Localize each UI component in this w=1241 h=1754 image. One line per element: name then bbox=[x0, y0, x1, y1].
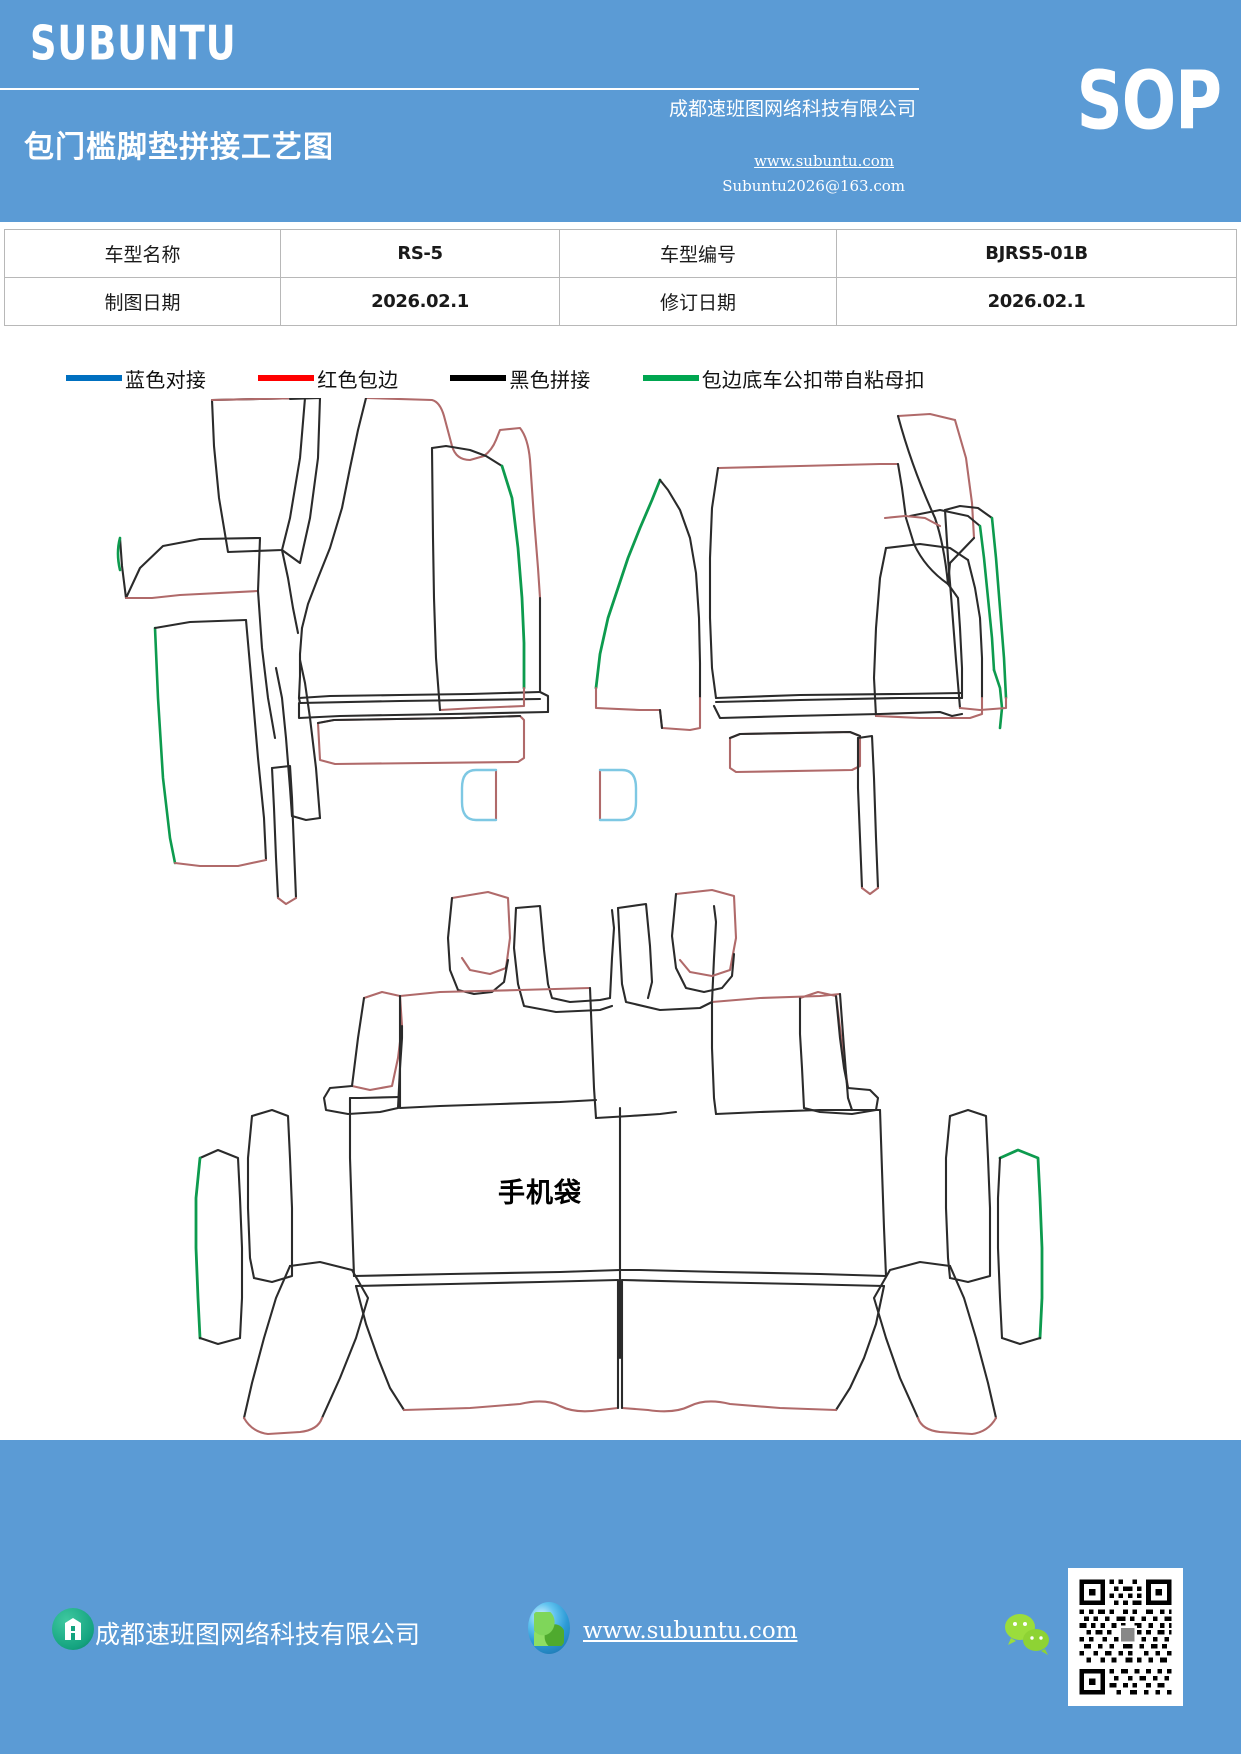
page-header: SUBUNTU 包门槛脚垫拼接工艺图 成都速班图网络科技有限公司 www.sub… bbox=[0, 0, 1241, 222]
legend-item-red: 红色包边 bbox=[258, 364, 398, 393]
footer-website-link[interactable]: www.subuntu.com bbox=[583, 1618, 798, 1644]
pattern-rear-floor-right bbox=[618, 992, 888, 1278]
legend-swatch-icon bbox=[66, 375, 122, 381]
mat-pattern-svg bbox=[116, 398, 1044, 1436]
pattern-phone-pocket-left bbox=[460, 768, 498, 822]
header-divider bbox=[0, 88, 919, 90]
pattern-rear-bottom-right bbox=[620, 1278, 886, 1413]
technical-drawing: 手机袋 bbox=[0, 398, 1241, 1438]
pattern-mid-left-sill bbox=[430, 444, 526, 712]
pattern-rear-left-flap bbox=[322, 990, 404, 1116]
table-row: 制图日期 2026.02.1 修订日期 2026.02.1 bbox=[4, 277, 1237, 326]
pattern-right-small-pad bbox=[728, 730, 862, 774]
legend-label: 红色包边 bbox=[317, 367, 399, 392]
label-model-name: 车型名称 bbox=[4, 229, 281, 278]
legend: 蓝色对接 红色包边 黑色拼接 包边底车公扣带自粘母扣 bbox=[66, 360, 1066, 396]
pattern-right-wedge bbox=[896, 412, 976, 586]
pattern-left-foot-strip bbox=[270, 764, 298, 906]
globe-icon bbox=[528, 1602, 570, 1654]
label-model-code: 车型编号 bbox=[559, 229, 837, 278]
pattern-right-vertical-strip bbox=[943, 504, 1008, 712]
sop-badge: SOP bbox=[1076, 55, 1222, 149]
legend-item-green: 包边底车公扣带自粘母扣 bbox=[642, 364, 925, 393]
header-website-link[interactable]: www.subuntu.com bbox=[754, 152, 894, 170]
label-revision-date: 修订日期 bbox=[559, 277, 837, 326]
footer-company-name: 成都速班图网络科技有限公司 bbox=[95, 1620, 421, 1649]
phone-pocket-label: 手机袋 bbox=[498, 1178, 582, 1209]
legend-label: 包边底车公扣带自粘母扣 bbox=[701, 367, 925, 392]
pattern-right-sill-piece bbox=[872, 542, 984, 720]
pattern-rear-floor-left bbox=[348, 986, 678, 1360]
pattern-rear-left-bracket bbox=[512, 904, 616, 1014]
value-revision-date: 2026.02.1 bbox=[836, 277, 1237, 326]
legend-item-black: 黑色拼接 bbox=[450, 364, 590, 393]
pattern-driver-small-pad bbox=[316, 714, 526, 766]
pattern-rear-outer-right-strip bbox=[944, 1108, 992, 1284]
pattern-mid-right-sill bbox=[594, 478, 702, 732]
pattern-rear-right-flap bbox=[798, 990, 880, 1116]
pattern-rear-outer-left-strip bbox=[246, 1108, 294, 1284]
pattern-rear-outer-right-green-strip bbox=[996, 1148, 1044, 1346]
pattern-rear-outer-left-green-strip bbox=[194, 1148, 244, 1346]
pattern-left-upper-pad bbox=[210, 398, 307, 554]
value-model-name: RS-5 bbox=[280, 229, 560, 278]
label-draw-date: 制图日期 bbox=[4, 277, 281, 326]
legend-swatch-icon bbox=[258, 375, 315, 381]
pattern-left-sliver bbox=[280, 398, 322, 635]
pattern-right-foot-strip bbox=[856, 734, 880, 896]
value-model-code: BJRS5-01B bbox=[836, 229, 1237, 278]
brand-logo: SUBUNTU bbox=[30, 16, 237, 72]
pattern-passenger-floor-mat bbox=[708, 462, 964, 720]
legend-swatch-icon bbox=[450, 375, 507, 381]
pattern-left-long-strip bbox=[153, 618, 268, 868]
pattern-left-narrow-strip-2 bbox=[274, 658, 322, 822]
vehicle-info-table: 车型名称 RS-5 车型编号 BJRS5-01B 制图日期 2026.02.1 … bbox=[4, 229, 1237, 326]
pattern-driver-floor-mat bbox=[297, 398, 550, 720]
legend-label: 蓝色对接 bbox=[125, 367, 207, 392]
wechat-icon bbox=[1003, 1612, 1051, 1656]
pattern-rear-right-hump bbox=[616, 902, 718, 1012]
page-title: 包门槛脚垫拼接工艺图 bbox=[24, 130, 334, 165]
building-icon bbox=[52, 1608, 94, 1650]
pattern-rear-left-hump bbox=[446, 890, 512, 996]
pattern-phone-pocket-right bbox=[598, 768, 638, 822]
pattern-rear-leg-right bbox=[872, 1260, 998, 1436]
pattern-rear-leg-left bbox=[242, 1260, 370, 1436]
pattern-rear-bottom-left bbox=[354, 1278, 620, 1413]
header-company-name: 成都速班图网络科技有限公司 bbox=[668, 98, 916, 120]
pattern-left-sill-strip bbox=[116, 536, 277, 740]
pattern-far-right-strip bbox=[908, 508, 1004, 730]
legend-label: 黑色拼接 bbox=[509, 367, 591, 392]
legend-item-blue: 蓝色对接 bbox=[66, 364, 206, 393]
table-row: 车型名称 RS-5 车型编号 BJRS5-01B bbox=[4, 229, 1237, 278]
pattern-rear-right-pad bbox=[670, 888, 738, 994]
value-draw-date: 2026.02.1 bbox=[280, 277, 560, 326]
legend-swatch-icon bbox=[642, 375, 699, 381]
qr-code bbox=[1068, 1568, 1183, 1706]
page-footer: 成都速班图网络科技有限公司 www.subuntu.com bbox=[0, 1440, 1241, 1754]
pattern-right-hook-strip bbox=[883, 514, 942, 528]
header-email: Subuntu2026@163.com bbox=[722, 177, 905, 195]
